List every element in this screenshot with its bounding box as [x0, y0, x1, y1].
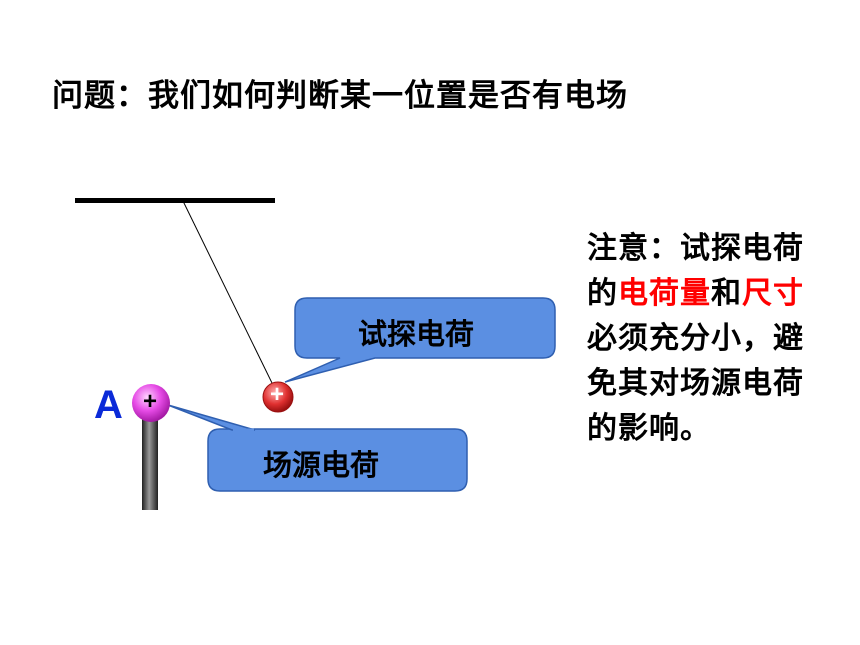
source-charge-callout-bubble	[207, 428, 468, 492]
source-plus-sign: +	[143, 388, 158, 415]
note-highlight-size: 尺寸	[742, 276, 804, 311]
test-plus-sign: +	[270, 381, 285, 408]
note-part1: 注意：试探电荷的	[587, 231, 804, 311]
note-text: 注意：试探电荷的电荷量和尺寸必须充分小，避免其对场源电荷的影响。	[587, 226, 822, 451]
test-charge-ball	[262, 381, 294, 413]
support-bar	[75, 198, 275, 203]
source-charge-ball	[132, 384, 170, 422]
insulating-rod	[142, 418, 158, 510]
test-charge-callout-bubble	[284, 297, 556, 383]
note-part2: 和	[711, 276, 742, 311]
source-charge-label: 场源电荷	[263, 448, 380, 482]
point-a-label: A	[94, 383, 123, 427]
note-part3: 必须充分小，避免其对场源电荷的影响。	[587, 321, 804, 446]
test-charge-label: 试探电荷	[358, 317, 475, 351]
source-charge-callout-pointer	[167, 404, 256, 431]
note-highlight-charge-amount: 电荷量	[618, 276, 711, 311]
page-title: 问题：我们如何判断某一位置是否有电场	[52, 78, 628, 114]
suspension-thread	[182, 200, 273, 384]
